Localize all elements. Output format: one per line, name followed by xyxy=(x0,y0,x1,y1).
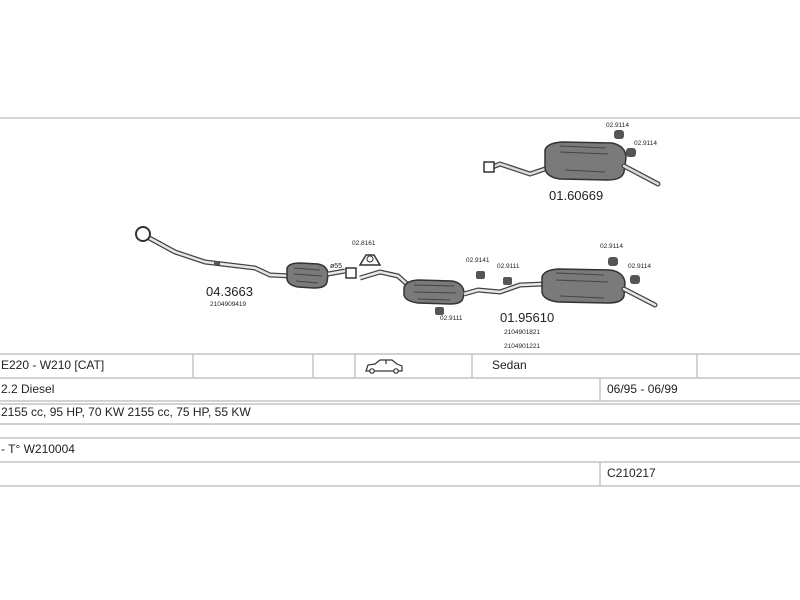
years-cell: 06/95 - 06/99 xyxy=(607,382,678,396)
pipe-end-icon xyxy=(345,267,357,279)
pipe-end-icon xyxy=(483,161,495,173)
part-number-04-3663: 04.3663 xyxy=(206,284,253,299)
rear-muffler-upper-shape xyxy=(544,141,627,181)
part-label-02-9114-b: 02.9114 xyxy=(634,140,657,147)
catalytic-converter-shape xyxy=(286,262,329,289)
rubber-hanger-icon xyxy=(476,271,485,279)
flange-icon xyxy=(135,226,151,242)
rear-silencer-shape xyxy=(541,268,626,304)
oem-number-2104901821: 2104901821 xyxy=(504,329,541,336)
engine-cell: 2.2 Diesel xyxy=(1,382,55,396)
part-label-02-9111-b: 02.9111 xyxy=(440,315,463,322)
rubber-hanger-icon xyxy=(435,307,444,315)
part-label-02-9111-a: 02.9111 xyxy=(497,263,520,270)
rear-muffler-upper-assembly: 02.9114 02.9114 01.60669 xyxy=(483,122,661,203)
rubber-hanger-icon xyxy=(626,148,636,157)
part-label-02-9114-c: 02.9114 xyxy=(600,243,623,250)
sedan-car-icon xyxy=(365,359,403,374)
rubber-hanger-icon xyxy=(614,130,624,139)
part-label-02-8161: 02.8161 xyxy=(352,240,376,247)
rubber-hanger-icon xyxy=(630,275,640,284)
oem-number-2104901221: 2104901221 xyxy=(504,343,541,350)
model-cell: E220 - W210 [CAT] xyxy=(1,358,105,372)
oem-number-2104909419: 2104909419 xyxy=(210,301,247,308)
catalog-code-cell: C210217 xyxy=(607,466,656,480)
part-number-01-60669: 01.60669 xyxy=(549,188,603,203)
front-pipe-assembly: ø55 04.3663 2104909419 xyxy=(135,226,346,308)
type-code-cell: - T° W210004 xyxy=(1,442,75,456)
gasket-assembly: 02.8161 xyxy=(345,240,382,279)
middle-rear-silencer-assembly: 02.9141 02.9111 02.9111 02.9114 02.9114 … xyxy=(359,243,658,350)
vehicle-info-table-grid xyxy=(0,353,800,487)
specs-cell: 2155 cc, 95 HP, 70 KW 2155 cc, 75 HP, 55… xyxy=(1,405,251,419)
diameter-label: ø55 xyxy=(330,263,342,270)
part-label-02-9141: 02.9141 xyxy=(466,257,490,264)
body-type-cell: Sedan xyxy=(492,358,527,372)
rubber-hanger-icon xyxy=(608,257,618,266)
part-label-02-9114-a: 02.9114 xyxy=(606,122,629,129)
part-number-01-95610: 01.95610 xyxy=(500,310,554,325)
rubber-hanger-icon xyxy=(503,277,512,285)
part-label-02-9114-d: 02.9114 xyxy=(628,263,651,270)
